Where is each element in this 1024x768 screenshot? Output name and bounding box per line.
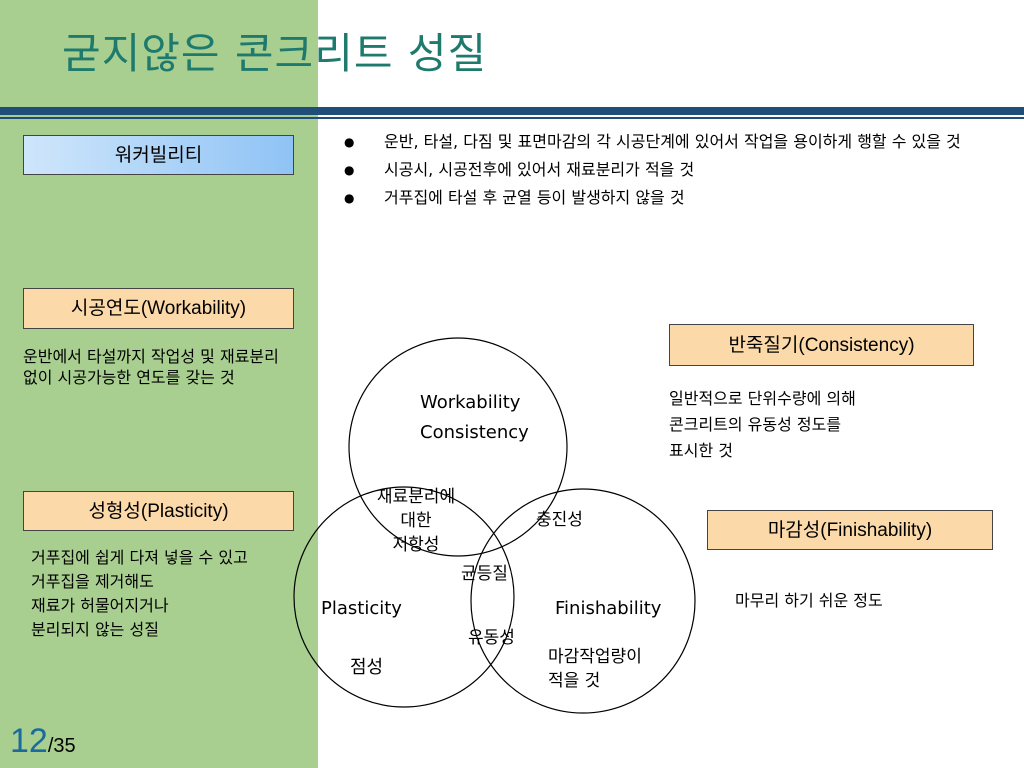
page-total: /35 [47, 735, 76, 757]
consistency-description-line: 표시한 것 [669, 441, 733, 460]
venn-overlap-top-left: 재료분리에 대한 저항성 [358, 485, 474, 557]
venn-overlap-top-left-line: 재료분리에 [376, 487, 456, 507]
venn-top-label: Workability Consistency [420, 388, 529, 448]
title-divider [0, 107, 1024, 115]
workability-box: 시공연도(Workability) [23, 288, 294, 329]
plasticity-box: 성형성(Plasticity) [23, 491, 294, 531]
consistency-description-line: 콘크리트의 유동성 정도를 [669, 415, 842, 434]
plasticity-description-line: 거푸집을 제거해도 [31, 572, 154, 591]
venn-circle-right [470, 488, 696, 714]
venn-left-only: 점성 [350, 657, 384, 678]
page-number: 12/35 [10, 722, 76, 761]
slide-title: 굳지않은 콘크리트 성질 [62, 29, 488, 78]
venn-overlap-top-left-line: 대한 [400, 511, 432, 531]
title-divider-thin [0, 117, 1024, 119]
venn-top-label-line: Consistency [420, 422, 529, 443]
venn-right-label: Finishability [555, 598, 662, 619]
venn-circle-top [348, 337, 568, 557]
venn-circle-left [293, 486, 515, 708]
consistency-box: 반죽질기(Consistency) [669, 324, 974, 366]
venn-left-label: Plasticity [321, 598, 402, 619]
bullet-item: 운반, 타설, 다짐 및 표면마감의 각 시공단계에 있어서 작업을 용이하게 … [340, 131, 1000, 153]
bullet-item: 시공시, 시공전후에 있어서 재료분리가 적을 것 [340, 159, 1000, 181]
workability-kr-box: 워커빌리티 [23, 135, 294, 175]
venn-center: 균등질 [461, 564, 508, 584]
plasticity-description-line: 거푸집에 쉽게 다져 넣을 수 있고 [31, 548, 248, 567]
plasticity-description-line: 분리되지 않는 성질 [31, 620, 159, 639]
venn-overlap-bottom: 유동성 [468, 628, 515, 648]
left-green-panel [0, 0, 318, 768]
venn-overlap-top-left-line: 저항성 [392, 535, 440, 555]
bullet-item: 거푸집에 타설 후 균열 등이 발생하지 않을 것 [340, 187, 1000, 209]
consistency-description: 일반적으로 단위수량에 의해 콘크리트의 유동성 정도를 표시한 것 [669, 386, 856, 464]
workability-description-line: 없이 시공가능한 연도를 갖는 것 [23, 368, 235, 387]
consistency-description-line: 일반적으로 단위수량에 의해 [669, 389, 856, 408]
requirements-list: 운반, 타설, 다짐 및 표면마감의 각 시공단계에 있어서 작업을 용이하게 … [340, 131, 1000, 215]
workability-description-line: 운반에서 타설까지 작업성 및 재료분리 [23, 347, 279, 366]
venn-right-only: 마감작업량이 적을 것 [548, 645, 642, 693]
finishability-description: 마무리 하기 쉬운 정도 [735, 591, 883, 610]
finishability-box: 마감성(Finishability) [707, 510, 993, 550]
venn-right-only-line: 적을 것 [548, 671, 601, 691]
page-current: 12 [10, 722, 48, 760]
plasticity-description: 거푸집에 쉽게 다져 넣을 수 있고 거푸집을 제거해도 재료가 허물어지거나 … [31, 546, 248, 642]
venn-top-label-line: Workability [420, 392, 521, 413]
plasticity-description-line: 재료가 허물어지거나 [31, 596, 169, 615]
venn-right-only-line: 마감작업량이 [548, 647, 642, 667]
venn-overlap-top-right: 충진성 [536, 510, 583, 530]
workability-description: 운반에서 타설까지 작업성 및 재료분리 없이 시공가능한 연도를 갖는 것 [23, 346, 279, 388]
